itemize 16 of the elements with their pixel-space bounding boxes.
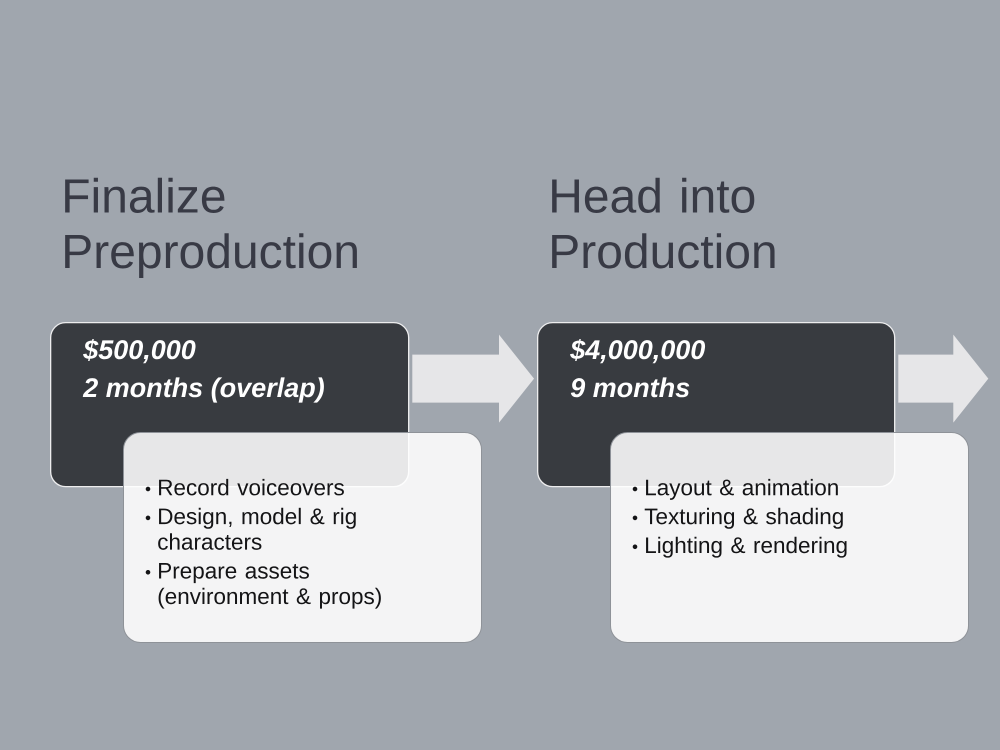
block-arrow xyxy=(412,334,534,423)
rounded-box xyxy=(123,432,482,643)
heading: Head into Production xyxy=(552,178,775,268)
rounded-box xyxy=(610,432,970,643)
list-item: Lighting & rendering xyxy=(646,536,847,558)
heading: Finalize Preproduction xyxy=(65,178,357,278)
list-item: Prepare assets (environment & props) xyxy=(158,563,381,609)
duration-label: 9 months xyxy=(570,377,690,398)
list-item: Layout & animation xyxy=(646,478,838,500)
duration-label: 2 months (overlap) xyxy=(82,377,324,403)
list-item: Design, model & rig characters xyxy=(158,508,356,550)
cost-label: $4,000,000 xyxy=(570,338,706,364)
list-item: Record voiceovers xyxy=(159,478,344,496)
cost-label: $500,000 xyxy=(83,338,196,364)
list-item: Texturing & shading xyxy=(644,508,843,529)
block-arrow xyxy=(898,334,988,423)
